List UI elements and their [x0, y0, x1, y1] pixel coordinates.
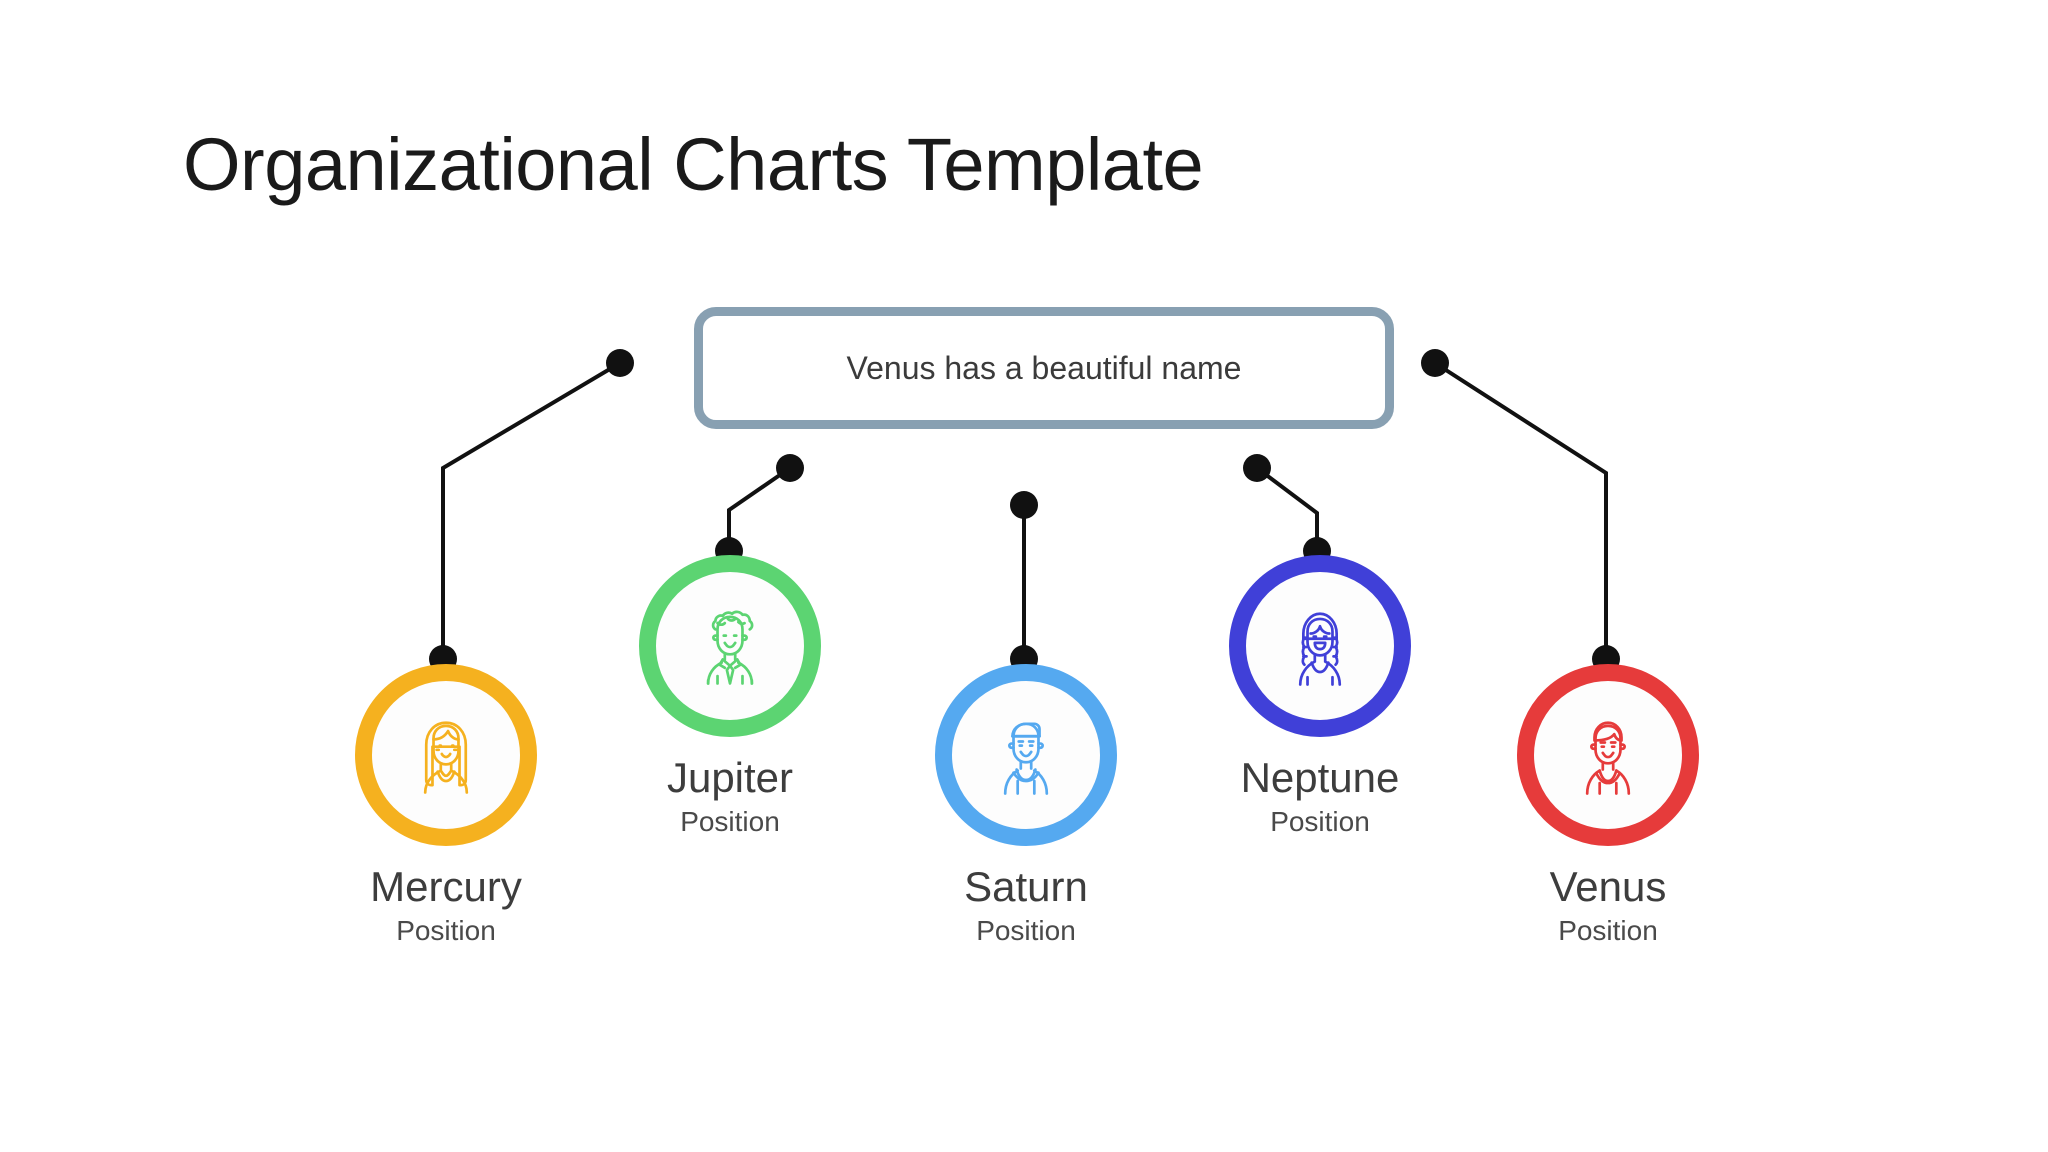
avatar-ring-jupiter[interactable] [639, 555, 821, 737]
woman-braids-avatar-icon [1298, 612, 1342, 686]
avatar-ring-neptune[interactable] [1229, 555, 1411, 737]
person-name-venus: Venus [1549, 863, 1667, 910]
org-node-saturn[interactable]: Saturn Position [836, 664, 1216, 947]
root-node-box[interactable]: Venus has a beautiful name [694, 307, 1394, 429]
person-name-mercury: Mercury [370, 863, 522, 910]
person-position-neptune: Position [1270, 806, 1370, 838]
person-name-neptune: Neptune [1240, 754, 1400, 801]
root-node-label: Venus has a beautiful name [846, 349, 1242, 386]
org-node-mercury[interactable]: Mercury Position [256, 664, 636, 947]
person-position-jupiter: Position [680, 806, 780, 838]
person-name-saturn: Saturn [964, 863, 1088, 910]
person-name-jupiter: Jupiter [666, 754, 794, 801]
connector-dot-jupiter-top [776, 454, 804, 482]
connector-dot-neptune-top [1243, 454, 1271, 482]
person-position-saturn: Position [976, 915, 1076, 947]
man-curly-hair-shirt-avatar-icon [706, 610, 754, 685]
person-position-mercury: Position [396, 915, 496, 947]
connector-dot-venus-top [1421, 349, 1449, 377]
man-tshirt-avatar-icon [1585, 721, 1631, 795]
connector-dot-saturn-top [1010, 491, 1038, 519]
person-position-venus: Position [1558, 915, 1658, 947]
connector-line-neptune [1255, 466, 1319, 551]
avatar-ring-mercury[interactable] [355, 664, 537, 846]
avatar-ring-saturn[interactable] [935, 664, 1117, 846]
avatar-ring-venus[interactable] [1517, 664, 1699, 846]
org-node-jupiter[interactable]: Jupiter Position [540, 555, 920, 838]
org-node-venus[interactable]: Venus Position [1418, 664, 1798, 947]
man-short-hair-avatar-icon [1003, 722, 1049, 795]
org-node-neptune[interactable]: Neptune Position [1130, 555, 1510, 838]
connector-line-jupiter [727, 466, 792, 551]
woman-long-hair-avatar-icon [423, 721, 469, 794]
page-title: Organizational Charts Template [183, 123, 1204, 206]
connector-dot-mercury-top [606, 349, 634, 377]
